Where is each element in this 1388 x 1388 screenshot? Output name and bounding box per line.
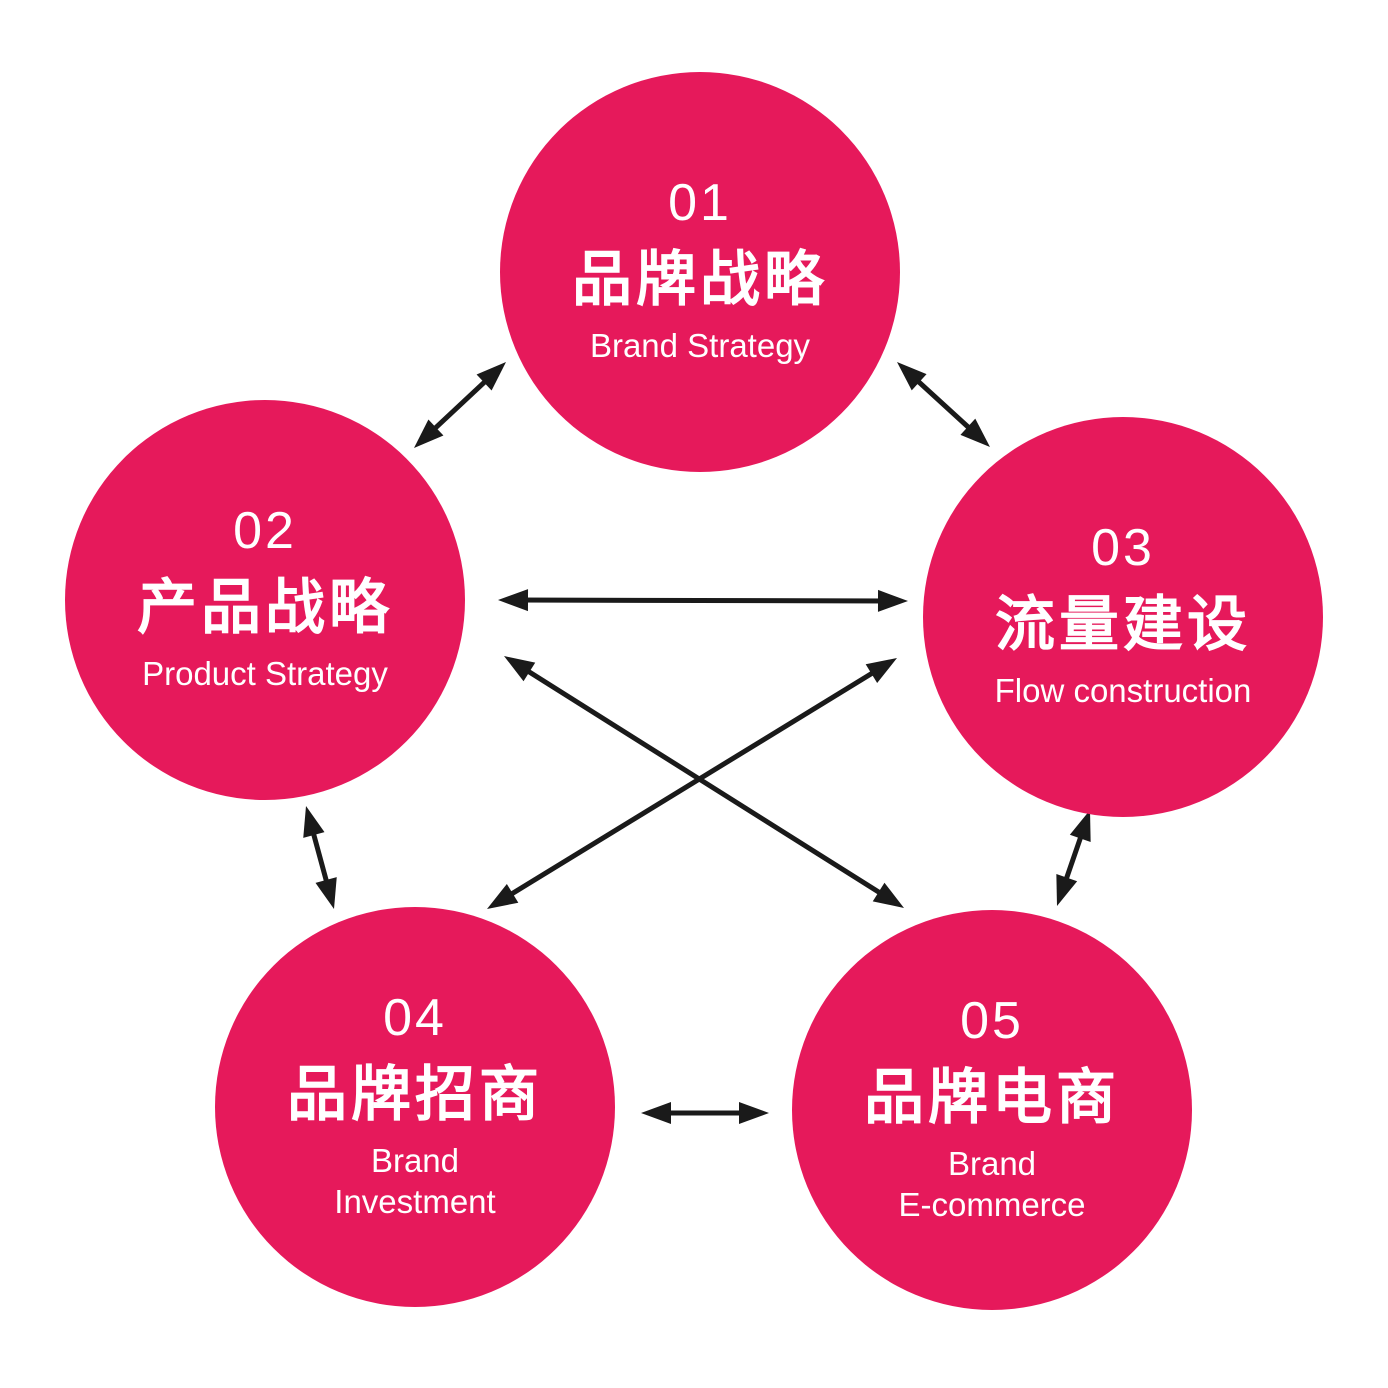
node-title-en: Brand E-commerce <box>898 1144 1086 1223</box>
node-title-cn: 品牌招商 <box>287 1060 543 1128</box>
node-title-en: Brand Investment <box>334 1141 496 1220</box>
node-brand-ecommerce: 05 品牌电商 Brand E-commerce <box>792 910 1192 1310</box>
arrow-04-05 <box>641 1102 769 1124</box>
node-title-en: Flow construction <box>994 672 1252 710</box>
node-title-cn: 品牌战略 <box>572 246 828 314</box>
node-brand-investment: 04 品牌招商 Brand Investment <box>215 907 615 1307</box>
node-title-cn: 产品战略 <box>137 574 393 642</box>
arrow-01-03 <box>897 362 990 447</box>
node-product-strategy: 02 产品战略 Product Strategy <box>65 400 465 800</box>
node-title-cn: 流量建设 <box>995 591 1251 659</box>
node-brand-strategy: 01 品牌战略 Brand Strategy <box>500 72 900 472</box>
node-number: 01 <box>668 174 732 233</box>
node-title-en: Product Strategy <box>142 655 388 693</box>
arrow-04-03 <box>487 658 897 909</box>
node-title-en: Brand Strategy <box>589 327 811 365</box>
arrow-02-04 <box>303 806 337 909</box>
arrow-01-02 <box>414 362 506 448</box>
node-number: 04 <box>383 988 447 1047</box>
arrow-02-03 <box>498 589 908 612</box>
node-number: 03 <box>1091 519 1155 578</box>
node-number: 05 <box>960 991 1024 1050</box>
node-title-cn: 品牌电商 <box>864 1063 1120 1131</box>
arrow-03-05 <box>1056 810 1091 906</box>
node-flow-construction: 03 流量建设 Flow construction <box>923 417 1323 817</box>
arrow-02-05 <box>504 656 904 908</box>
node-number: 02 <box>233 502 297 561</box>
